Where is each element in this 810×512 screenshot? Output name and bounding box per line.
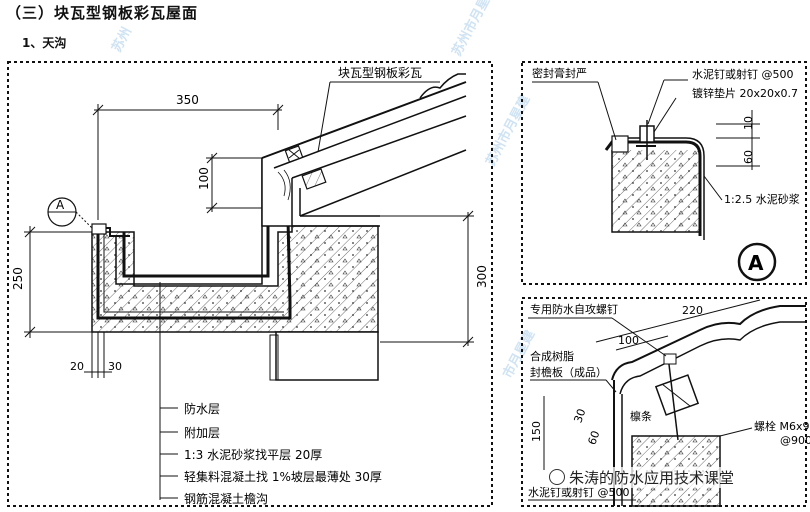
dim-top: [92, 104, 284, 220]
wechat-icon: [549, 469, 565, 485]
dim-b-150: 150: [530, 421, 543, 442]
dim-bottom: [84, 332, 112, 378]
resin-label-1: 合成树脂: [530, 349, 574, 363]
nail-label-a: 水泥钉或射钉 @500: [692, 67, 794, 81]
dim-100: 100: [197, 167, 211, 190]
dim-250: 250: [11, 267, 25, 290]
concrete-gutter: [91, 225, 379, 381]
detail-a-frame: [521, 61, 807, 285]
main-detail-frame: [7, 61, 493, 507]
dim-b-60: 60: [586, 429, 603, 447]
layer-1: 防水层: [184, 401, 220, 416]
footer-text: 朱涛的防水应用技术课堂: [569, 469, 735, 487]
washer-label: 镀锌垫片 20x20x0.7: [692, 86, 798, 100]
detail-a-dims: [716, 110, 760, 170]
dim-300: 300: [475, 265, 489, 288]
layer-5: 钢筋混凝土檐沟: [184, 491, 268, 506]
dim-depth: [206, 152, 262, 214]
detail-a-ref-circle: [737, 242, 777, 282]
dim-a-10: 10: [742, 116, 755, 130]
dim-350: 350: [176, 93, 199, 107]
layer-2: 附加层: [184, 426, 220, 440]
layer-leader: [159, 282, 178, 500]
resin-label-2: 封檐板（成品）: [530, 365, 607, 379]
dim-20: 20: [70, 360, 84, 373]
detail-b-dims-top: [595, 299, 761, 351]
dim-b-30: 30: [572, 407, 589, 425]
callout-a-label: A: [56, 198, 65, 212]
detail-a-drawing: [604, 120, 705, 240]
dim-right: [380, 210, 474, 348]
roof-label: 块瓦型钢板彩瓦: [338, 66, 422, 80]
seal-label: 密封膏封严: [532, 66, 587, 80]
page-title: （三）块瓦型钢板彩瓦屋面: [6, 4, 199, 22]
section-subtitle: 1、天沟: [22, 36, 67, 50]
bolt-label: 螺栓 M6x90: [754, 419, 810, 433]
detail-a-ref: A: [748, 251, 764, 275]
layer-4: 轻集料混凝土找 1%坡层最薄处 30厚: [184, 469, 382, 484]
roof-structure: [261, 73, 467, 227]
mortar-label: 1:2.5 水泥砂浆: [724, 192, 800, 206]
bolt-spacing: @900: [780, 434, 810, 447]
footer-brand: 朱涛的防水应用技术课堂: [545, 467, 739, 488]
screw-label: 专用防水自攻螺钉: [530, 302, 618, 316]
dim-a-60: 60: [742, 150, 755, 164]
dim-30: 30: [108, 360, 122, 373]
dim-height: [24, 226, 92, 338]
layer-3: 1:3 水泥砂浆找平层 20厚: [184, 447, 322, 462]
dim-b-100: 100: [618, 334, 639, 347]
dim-b-220: 220: [682, 304, 703, 317]
nail-label-b: 水泥钉或射钉 @500: [528, 485, 630, 499]
callout-a-marker: [47, 197, 93, 229]
purlin-label: 檩条: [630, 409, 652, 423]
